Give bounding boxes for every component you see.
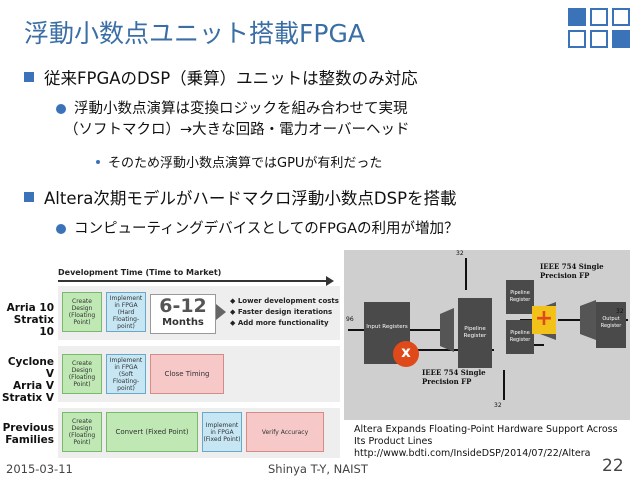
output-width-label: 32 [616,308,624,315]
row-label: Cyclone V Arria V Stratix V [0,356,54,404]
output-register-label: Output Register [600,316,622,329]
bullet-1-1-line2: （ソフトマクロ）→大きな回路・電力オーバーヘッド [64,122,410,138]
development-time-figure: Development Time (Time to Market) Arria … [0,262,340,462]
pipeline-register-block [506,320,534,354]
time-axis [58,280,328,282]
multiply-icon: x [401,343,411,361]
bullet-1-1-line1: 浮動小数点演算は変換ロジックを組み合わせて実現 [74,101,408,117]
figure-header: Development Time (Time to Market) [58,268,222,277]
implement-box: Implement in FPGA (Soft Floating-point) [106,354,146,394]
benefit-item: ◆ Faster design iterations [230,308,333,316]
bullet-square-icon [24,192,34,202]
benefit-item: ◆ Lower development costs [230,297,339,305]
caption-line: Its Product Lines [354,436,433,447]
close-timing-box: Close Timing [150,354,224,394]
bullet-square-icon [24,72,34,82]
verify-accuracy-box: Verify Accuracy [246,412,324,452]
fp-bottom-label: IEEE 754 Single Precision FP [422,368,486,386]
row-label: Arria 10 Stratix 10 [0,302,54,338]
footer-author: Shinya T-Y, NAIST [268,462,368,476]
create-design-box: Create Design (Floating Point) [62,412,102,452]
mux-shape [580,300,596,340]
bullet-1: 従来FPGAのDSP（乗算）ユニットは整数のみ対応 [44,69,418,88]
row-label-line: Families [5,434,54,446]
benefit-item: ◆ Add more functionality [230,319,329,327]
convert-box: Convert (Fixed Point) [106,412,198,452]
pipeline-register-label: Pipeline Register [509,330,531,343]
multiplier-circle [393,341,419,367]
page-number: 22 [602,456,624,476]
input-registers-label: Input Registers [366,324,408,330]
row-label-line: Stratix 10 [13,314,54,338]
create-design-box: Create Design (Floating Point) [62,292,102,332]
dsp-block-diagram: 32 96 32 32 Input Registers Pipeline Reg… [344,250,630,420]
pipeline-register-block [458,298,492,368]
benefit-text: Lower development costs [237,297,339,305]
adder-box [532,306,556,334]
months-label: Months [162,317,204,328]
caption-line: Altera Expands Floating-Point Hardware S… [354,424,618,435]
row-label-line: Cyclone V [7,356,54,380]
row-label: Previous Families [0,422,54,446]
mux-shape [440,308,454,352]
bottom-width-label: 32 [494,402,502,409]
months-value: 6-12 [159,295,207,317]
dsp-diagram-svg [348,258,628,400]
logo-icon [568,8,632,60]
input-width-label: 96 [346,316,354,323]
pipeline-register-label: Pipeline Register [463,326,487,339]
fp-top-label: IEEE 754 Single Precision FP [540,262,604,280]
row-label-line: Stratix V [1,392,54,404]
pipeline-register-block [506,280,534,314]
benefits-list: ◆ Lower development costs ◆ Faster desig… [230,296,339,329]
create-design-box: Create Design (Floating Point) [62,354,102,394]
caption-url: http://www.bdti.com/InsideDSP/2014/07/22… [354,448,591,459]
benefit-text: Add more functionality [237,319,329,327]
pipeline-register-label: Pipeline Register [509,290,531,303]
bullet-1-1-1: そのため浮動小数点演算ではGPUが有利だった [108,156,383,171]
row-label-line: Previous [2,422,54,434]
slide-title: 浮動小数点ユニット搭載FPGA [24,19,365,48]
row-label-line: Arria 10 [6,302,54,314]
bullet-dot-icon [56,224,66,234]
arrow-right-icon [326,276,334,286]
top-width-label: 32 [456,250,464,257]
output-register-block [596,302,626,348]
implement-box: Implement in FPGA (Fixed Point) [202,412,242,452]
footer-date: 2015-03-11 [6,462,73,476]
arrow-right-icon [216,304,226,320]
benefit-text: Faster design iterations [237,308,333,316]
implement-box: Implement in FPGA (Hard Floating-point) [106,292,146,332]
bullet-2: Altera次期モデルがハードマクロ浮動小数点DSPを搭載 [44,189,457,208]
months-box: 6-12 Months [150,294,216,334]
row-label-line: Arria V [13,380,54,392]
bullet-small-dot-icon [96,160,100,164]
add-icon: + [534,306,554,331]
figure-caption: Altera Expands Floating-Point Hardware S… [354,424,618,460]
bullet-2-1: コンピューティングデバイスとしてのFPGAの利用が増加？ [74,221,459,237]
bullet-dot-icon [56,104,66,114]
